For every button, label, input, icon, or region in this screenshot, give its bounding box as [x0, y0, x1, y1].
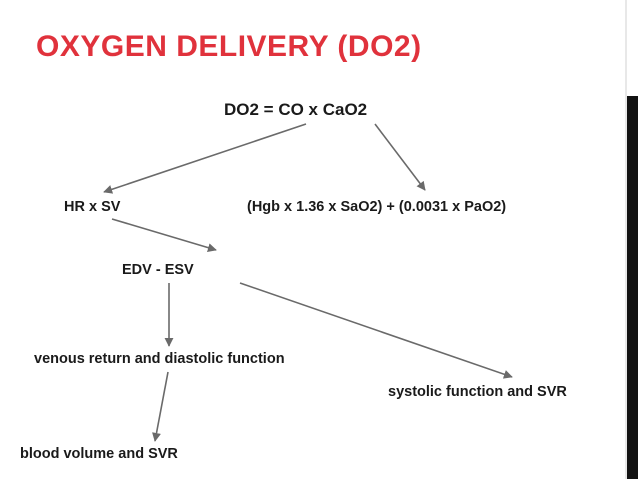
arrow-edv-to-systolic	[239, 282, 513, 379]
node-do2-equation: DO2 = CO x CaO2	[224, 100, 368, 119]
node-venous-return: venous return and diastolic function	[34, 351, 285, 367]
node-edv-esv: EDV - ESV	[122, 262, 194, 278]
node-hr-sv: HR x SV	[64, 199, 121, 215]
side-bar-accent	[627, 96, 638, 479]
node-cao2-formula: (Hgb x 1.36 x SaO2) + (0.0031 x PaO2)	[247, 199, 507, 215]
arrow-main-to-cao2	[374, 123, 426, 191]
node-systolic-function: systolic function and SVR	[388, 384, 567, 400]
arrow-main-to-hrsv	[103, 123, 307, 194]
arrow-hrsv-to-edv	[111, 218, 217, 252]
node-blood-volume: blood volume and SVR	[20, 446, 178, 462]
side-bar-divider	[625, 0, 627, 479]
slide-title: OXYGEN DELIVERY (DO2)	[36, 30, 422, 63]
arrow-venous-to-blood	[152, 371, 169, 442]
